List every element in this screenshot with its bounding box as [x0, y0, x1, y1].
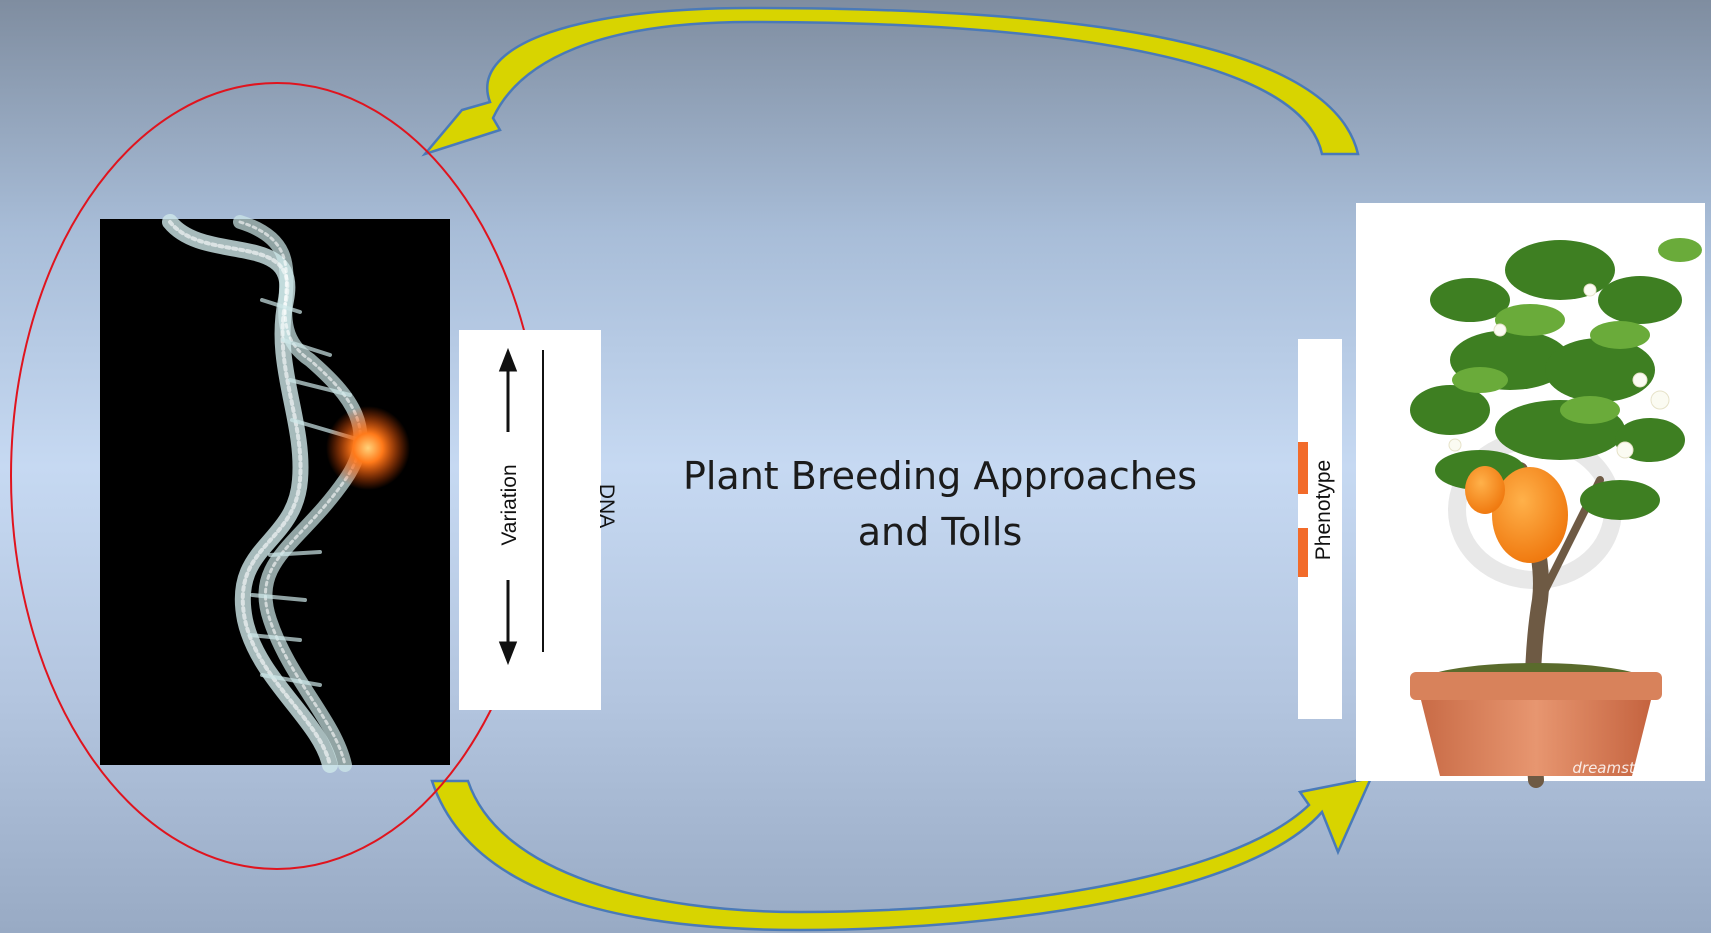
forward-arrow-bottom — [432, 778, 1371, 930]
dna-image — [100, 219, 450, 765]
slide-title: Plant Breeding Approaches and Tolls — [640, 448, 1240, 560]
orange-tree-image: dreamstime.com — [1356, 203, 1705, 781]
dna-label: DNA — [595, 484, 618, 528]
phenotype-panel: Phenotype — [1298, 339, 1342, 719]
phenotype-label: Phenotype — [1312, 460, 1335, 560]
feedback-arrow-top — [425, 8, 1358, 154]
variation-dna-panel: Variation DNA — [459, 330, 618, 710]
mutation-glow — [326, 406, 410, 490]
watermark-text: dreamstime.com — [1572, 759, 1699, 777]
variation-axis-label: Variation — [498, 464, 521, 545]
